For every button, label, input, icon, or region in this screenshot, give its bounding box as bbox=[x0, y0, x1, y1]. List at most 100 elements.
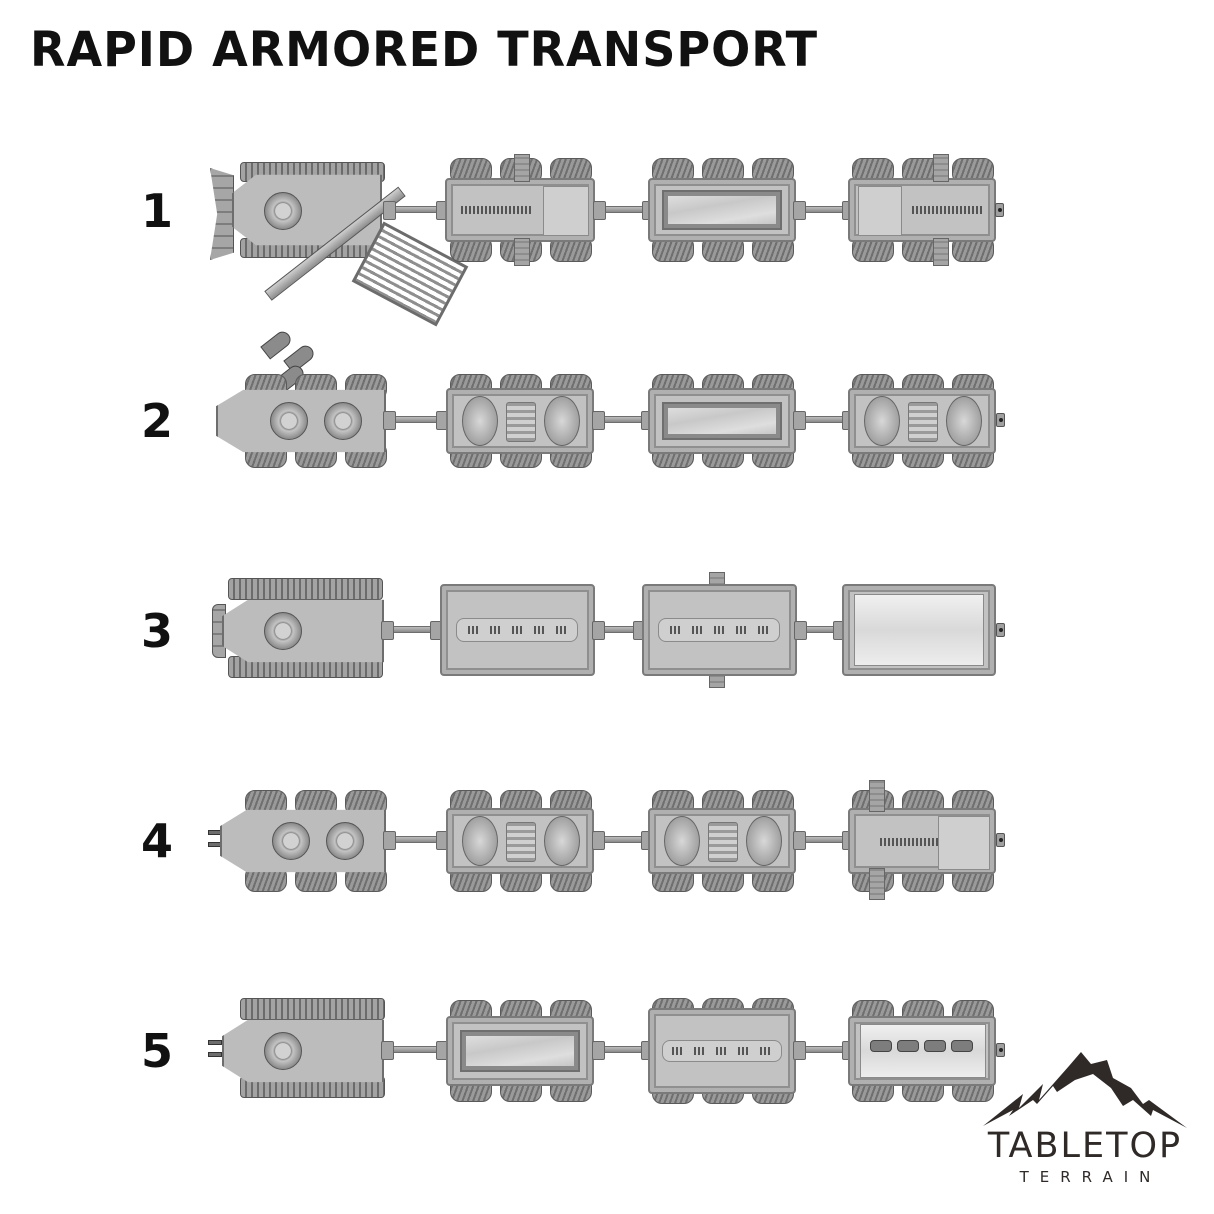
turret bbox=[462, 396, 498, 446]
tarp-cover bbox=[662, 190, 782, 230]
turret bbox=[746, 816, 782, 866]
coupler bbox=[592, 831, 654, 850]
train-render bbox=[0, 770, 1214, 910]
front-gun bbox=[208, 842, 222, 847]
vents bbox=[672, 1047, 772, 1055]
rear-hitch bbox=[996, 1043, 1005, 1057]
logo-sub-text: TERRAIN bbox=[1019, 1168, 1162, 1186]
engine-hull bbox=[216, 389, 386, 453]
hatch bbox=[272, 822, 310, 860]
hatch bbox=[264, 612, 302, 650]
rear-hitch bbox=[996, 413, 1005, 427]
coupler bbox=[793, 201, 855, 220]
mountain-icon bbox=[983, 1052, 1187, 1128]
vents bbox=[468, 626, 566, 634]
coupler bbox=[593, 201, 655, 220]
glass-roof-car bbox=[842, 584, 996, 676]
coupler bbox=[592, 411, 654, 430]
hatch bbox=[324, 402, 362, 440]
rotary-turret bbox=[462, 816, 498, 866]
vents bbox=[880, 838, 942, 846]
deck-platform bbox=[858, 186, 902, 236]
cargo-tarp-car bbox=[446, 1016, 594, 1086]
glass-roof bbox=[854, 594, 984, 666]
track bbox=[240, 998, 385, 1020]
rotary-turret-car bbox=[848, 388, 996, 454]
hatch bbox=[264, 192, 302, 230]
configuration-number: 3 bbox=[140, 604, 173, 658]
coupler bbox=[794, 621, 846, 640]
vents bbox=[670, 626, 768, 634]
cargo-tarp-car bbox=[648, 388, 796, 454]
track bbox=[228, 578, 383, 600]
engine-hull bbox=[222, 1019, 384, 1083]
hatch bbox=[326, 822, 364, 860]
armored-troop-car bbox=[440, 584, 595, 676]
turret bbox=[544, 396, 580, 446]
rotary-turret bbox=[544, 816, 580, 866]
train-render bbox=[0, 350, 1214, 490]
configuration-number: 1 bbox=[140, 184, 173, 238]
plow-blade bbox=[210, 168, 234, 260]
configuration-row-4: 4 bbox=[0, 770, 1214, 910]
rotary-turret bbox=[864, 396, 900, 446]
train-render bbox=[0, 560, 1214, 700]
barrel-rack bbox=[708, 822, 738, 862]
coupler bbox=[381, 1041, 449, 1060]
seat-pod bbox=[924, 1040, 946, 1052]
assault-deck-car bbox=[848, 808, 996, 874]
configuration-row-1: 1 bbox=[0, 140, 1214, 394]
coupler bbox=[383, 201, 449, 220]
train-render bbox=[0, 140, 1214, 394]
armored-troop-car-with-ramps bbox=[642, 584, 797, 676]
assault-deck-car bbox=[445, 178, 595, 242]
vents bbox=[912, 206, 982, 214]
train-render bbox=[0, 980, 1214, 1120]
ramp bbox=[869, 780, 885, 812]
hatch bbox=[270, 402, 308, 440]
coupler bbox=[592, 1041, 654, 1060]
glass-roof-car bbox=[848, 1016, 996, 1086]
configuration-number: 5 bbox=[140, 1024, 173, 1078]
cargo-tarp-car bbox=[648, 178, 796, 242]
seat-pod bbox=[870, 1040, 892, 1052]
armored-troop-car bbox=[648, 1008, 796, 1094]
front-gun bbox=[208, 1052, 222, 1057]
hatch bbox=[264, 1032, 302, 1070]
coupler bbox=[383, 831, 449, 850]
configuration-row-2: 2 bbox=[0, 350, 1214, 490]
coupler bbox=[793, 1041, 855, 1060]
page-title: RAPID ARMORED TRANSPORT bbox=[30, 22, 818, 78]
barrel-rack bbox=[908, 402, 938, 442]
front-gun bbox=[208, 830, 222, 835]
configuration-number: 4 bbox=[140, 814, 173, 868]
ramp bbox=[933, 154, 949, 182]
coupler bbox=[381, 621, 443, 640]
barrel-rack bbox=[506, 402, 536, 442]
engine-hull bbox=[232, 174, 382, 246]
vents bbox=[461, 206, 531, 214]
coupler bbox=[383, 411, 449, 430]
rotary-turret-car bbox=[446, 808, 594, 874]
twin-turret-car bbox=[446, 388, 594, 454]
ramp bbox=[933, 238, 949, 266]
ramp bbox=[514, 238, 530, 266]
twin-turret-car bbox=[648, 808, 796, 874]
coupler bbox=[793, 831, 855, 850]
coupler bbox=[793, 411, 855, 430]
assault-deck-car bbox=[848, 178, 996, 242]
coupler bbox=[592, 621, 646, 640]
logo-brand-text: TABLETOP bbox=[987, 1126, 1183, 1166]
ramp bbox=[514, 154, 530, 182]
rear-hitch bbox=[996, 623, 1005, 637]
engine-hull bbox=[222, 599, 384, 663]
turret bbox=[664, 816, 700, 866]
configuration-row-3: 3 bbox=[0, 560, 1214, 700]
brand-logo: TABLETOP TERRAIN bbox=[975, 1040, 1195, 1190]
rear-hitch bbox=[995, 203, 1004, 217]
configuration-number: 2 bbox=[140, 394, 173, 448]
barrel-rack bbox=[506, 822, 536, 862]
rear-hitch bbox=[996, 833, 1005, 847]
ramp bbox=[869, 868, 885, 900]
configuration-row-5: 5 bbox=[0, 980, 1214, 1120]
